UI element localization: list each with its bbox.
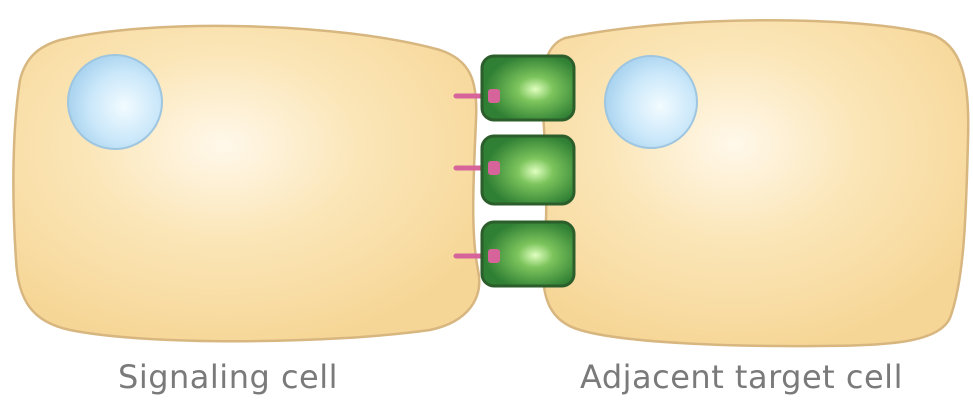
- target-cell-label: Adjacent target cell: [580, 358, 903, 396]
- signaling-cell-label: Signaling cell: [118, 358, 338, 396]
- target-cell-nucleus: [605, 56, 697, 148]
- target-cell: [542, 20, 969, 346]
- signaling-cell: [13, 26, 479, 341]
- signaling-cell-nucleus: [68, 55, 162, 149]
- target-cell-body: [542, 20, 969, 346]
- receptor: [482, 56, 574, 120]
